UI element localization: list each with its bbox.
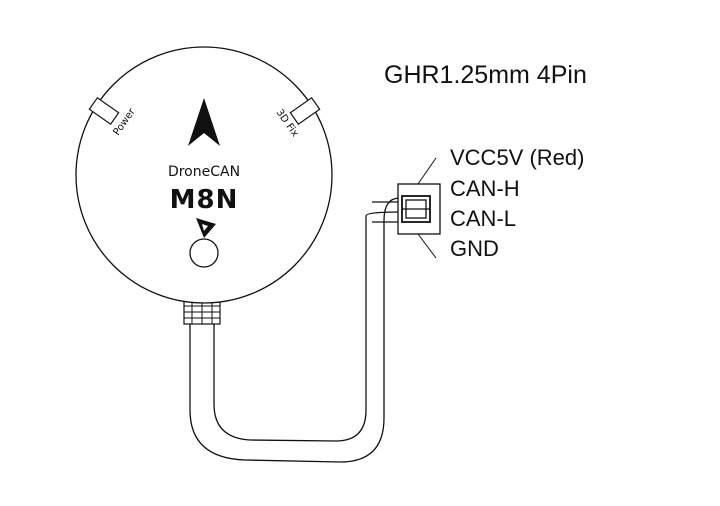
module-button [189,238,219,268]
pin-label-vcc: VCC5V (Red) [450,145,584,170]
arrow-up-icon [188,98,220,146]
pin-label-gnd: GND [450,236,499,261]
model-label: M8N [170,185,239,215]
module-body [75,46,333,304]
leader-line-vcc [417,157,437,185]
power-led-window [88,96,120,126]
logo-icon [196,218,216,238]
fix-led-window [289,96,321,126]
leader-line-gnd [417,233,437,259]
connector-title: GHR1.25mm 4Pin [384,61,587,89]
pin-label-canh: CAN-H [450,176,520,201]
brand-label: DroneCAN [168,164,240,180]
plug-connector [397,183,441,235]
pin-label-canl: CAN-L [450,206,516,231]
cable-inner [213,211,401,442]
cable-outer [189,197,401,463]
